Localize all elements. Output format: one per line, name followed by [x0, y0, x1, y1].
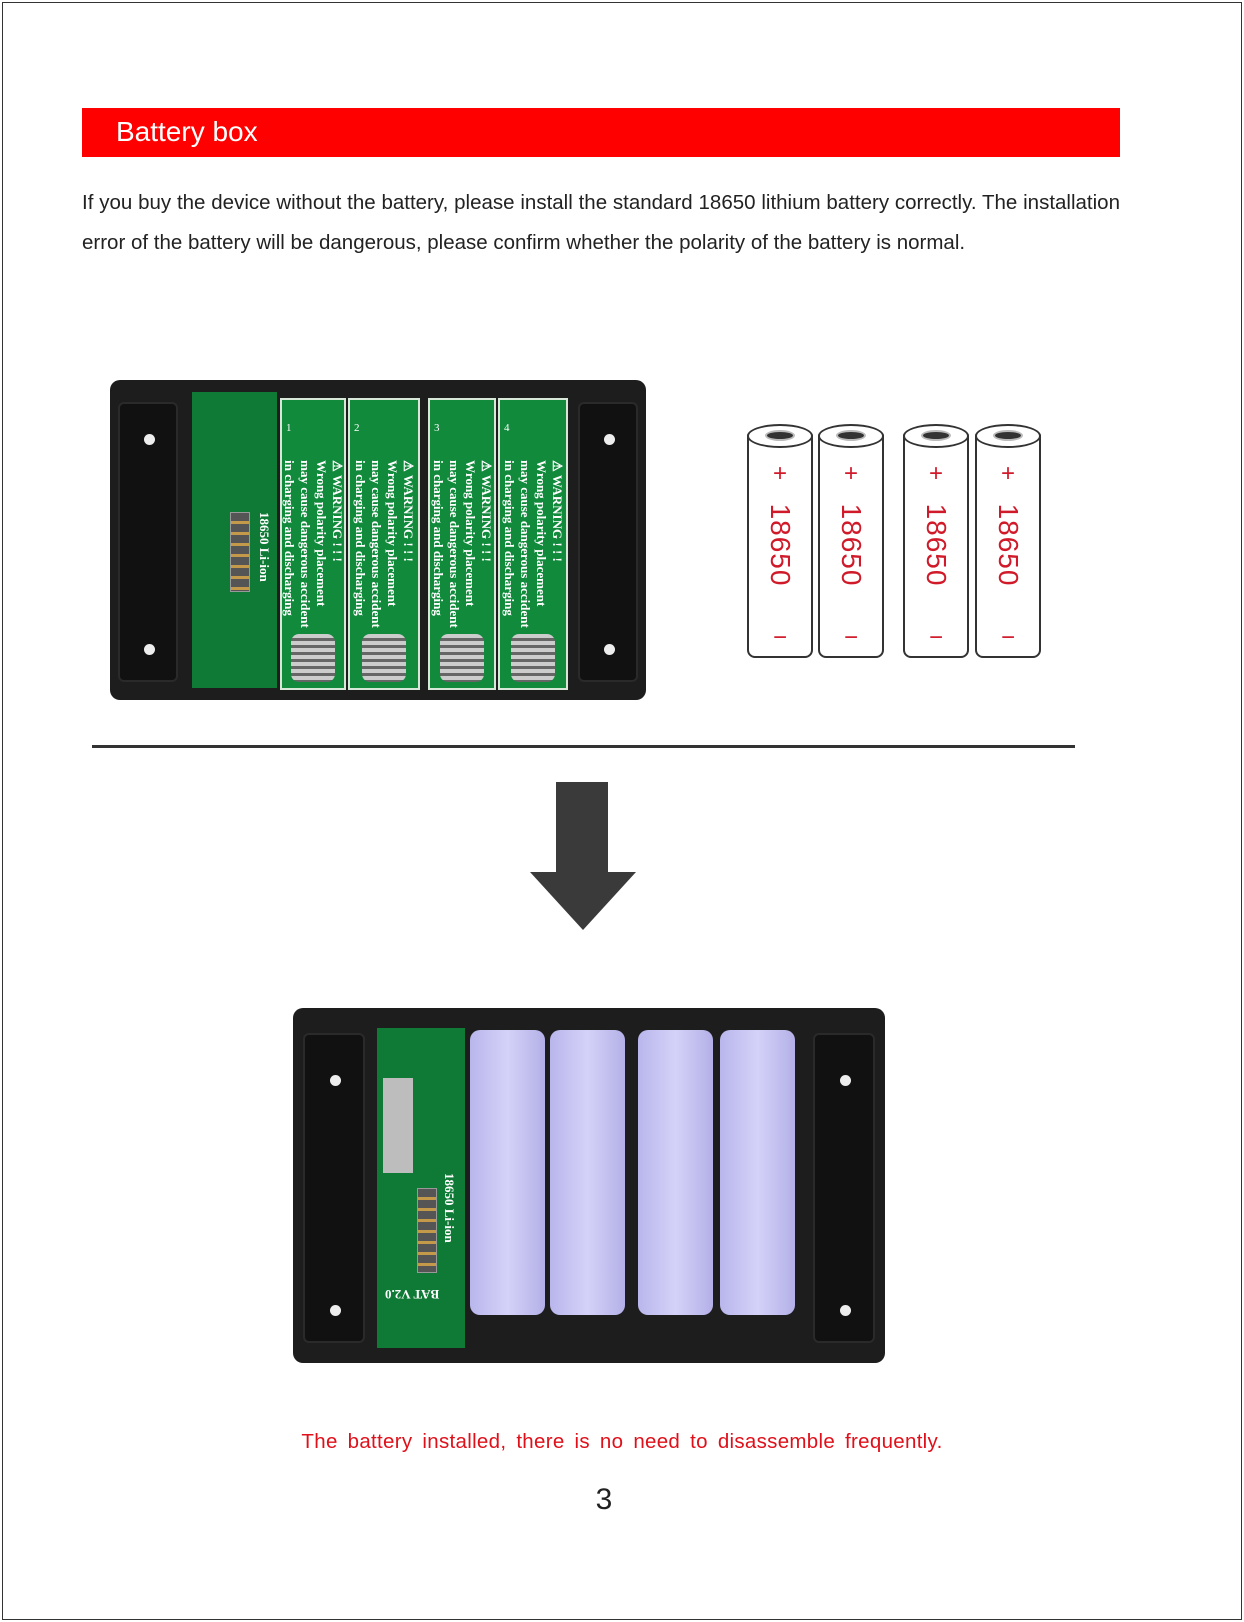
- intro-paragraph: If you buy the device without the batter…: [82, 191, 1120, 254]
- battery-cell-illustration: +18650−: [818, 424, 884, 658]
- battery-cell-illustration: +18650−: [903, 424, 969, 658]
- board-label: BAT V2.0: [385, 1287, 440, 1302]
- left-rail: [118, 402, 178, 682]
- right-rail: [578, 402, 638, 682]
- installed-battery: [720, 1030, 795, 1315]
- empty-battery-box-photo: 18650 Li-ion 1⚠ WARNING ! ! ! Wrong pola…: [110, 380, 646, 700]
- connector: [230, 512, 250, 592]
- caption: The battery installed, there is no need …: [301, 1430, 943, 1453]
- pcb-board: 18650 Li-ion: [192, 392, 277, 688]
- installed-battery: [638, 1030, 713, 1315]
- page-number: 3: [595, 1483, 613, 1516]
- left-rail: [303, 1033, 365, 1343]
- section-header: Battery box: [82, 108, 1120, 157]
- battery-slot: 4⚠ WARNING ! ! ! Wrong polarity placemen…: [498, 398, 568, 690]
- divider-line: [92, 745, 1075, 748]
- pcb-label: 18650 Li-ion: [257, 512, 272, 582]
- installed-battery: [470, 1030, 545, 1315]
- right-rail: [813, 1033, 875, 1343]
- installed-battery-box-photo: 18650 Li-ion BAT V2.0: [293, 1008, 885, 1363]
- installed-battery: [550, 1030, 625, 1315]
- connector: [417, 1188, 437, 1273]
- battery-slot: 2⚠ WARNING ! ! ! Wrong polarity placemen…: [348, 398, 420, 690]
- battery-cell-illustration: +18650−: [975, 424, 1041, 658]
- battery-slot: 1⚠ WARNING ! ! ! Wrong polarity placemen…: [280, 398, 346, 690]
- battery-slot: 3⚠ WARNING ! ! ! Wrong polarity placemen…: [428, 398, 496, 690]
- pcb-label: 18650 Li-ion: [442, 1173, 457, 1243]
- pcb-board: 18650 Li-ion BAT V2.0: [377, 1028, 465, 1348]
- section-title: Battery box: [116, 116, 258, 147]
- wifi-module: [383, 1078, 413, 1173]
- battery-cell-illustration: +18650−: [747, 424, 813, 658]
